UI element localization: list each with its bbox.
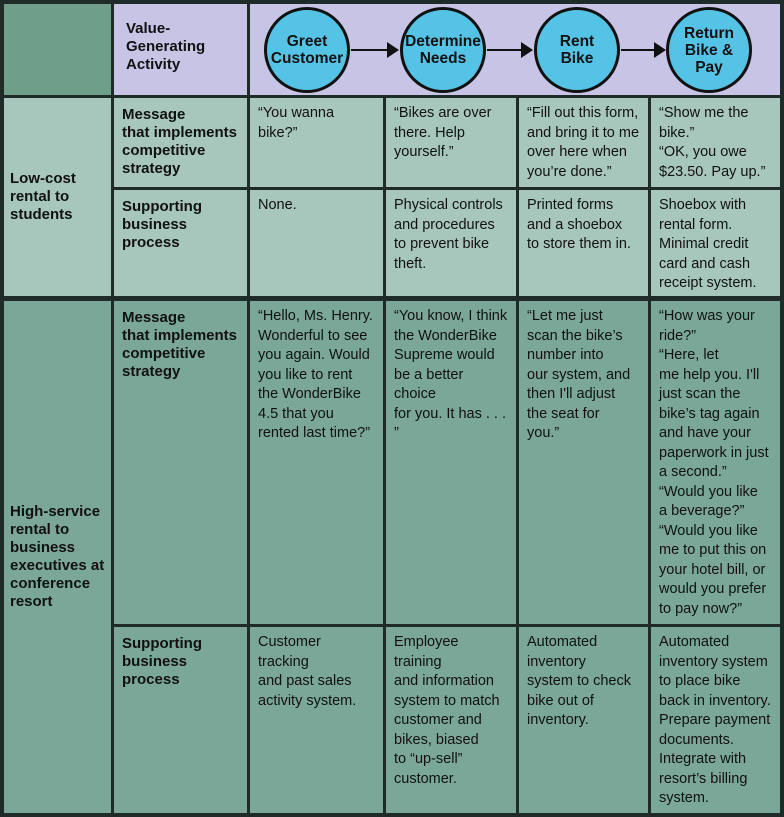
high-process-rent: Automated inventory system to check bike… [519, 627, 648, 813]
high-process-return: Automated inventory system to place bike… [651, 627, 780, 813]
high-message-rent: “Let me just scan the bike’s number into… [519, 301, 648, 624]
high-message-label: Message that implements competitive stra… [114, 301, 247, 624]
low-message-return: “Show me the bike.” “OK, you owe $23.50.… [651, 98, 780, 187]
low-process-label: Supporting business process [114, 190, 247, 296]
arrow-3-icon [621, 42, 666, 58]
activity-flow-header: Greet Customer Determine Needs Rent Bike… [250, 4, 780, 95]
low-message-determine: “Bikes are over there. Help yourself.” [386, 98, 516, 187]
row-label-low-cost: Low-cost rental to students [4, 98, 111, 296]
high-process-greet: Customer tracking and past sales activit… [250, 627, 383, 813]
high-process-label: Supporting business process [114, 627, 247, 813]
row-label-high-service: High-service rental to business executiv… [4, 301, 111, 813]
corner-cell [4, 4, 111, 95]
low-message-greet: “You wanna bike?” [250, 98, 383, 187]
high-process-determine: Employee training and information system… [386, 627, 516, 813]
step-rent-bike: Rent Bike [534, 7, 620, 93]
low-process-greet: None. [250, 190, 383, 296]
step-determine-needs: Determine Needs [400, 7, 486, 93]
low-process-rent: Printed forms and a shoebox to store the… [519, 190, 648, 296]
low-process-determine: Physical controls and procedures to prev… [386, 190, 516, 296]
step-return-bike-pay: Return Bike & Pay [666, 7, 752, 93]
low-message-rent: “Fill out this form, and bring it to me … [519, 98, 648, 187]
value-generating-activity-label: Value- Generating Activity [114, 4, 247, 95]
arrow-2-icon [487, 42, 533, 58]
low-process-return: Shoebox with rental form. Minimal credit… [651, 190, 780, 296]
low-message-label: Message that implements competitive stra… [114, 98, 247, 187]
high-message-greet: “Hello, Ms. Henry. Wonderful to see you … [250, 301, 383, 624]
arrow-1-icon [351, 42, 399, 58]
high-message-determine: “You know, I think the WonderBike Suprem… [386, 301, 516, 624]
high-message-return: “How was your ride?” “Here, let me help … [651, 301, 780, 624]
step-greet-customer: Greet Customer [264, 7, 350, 93]
